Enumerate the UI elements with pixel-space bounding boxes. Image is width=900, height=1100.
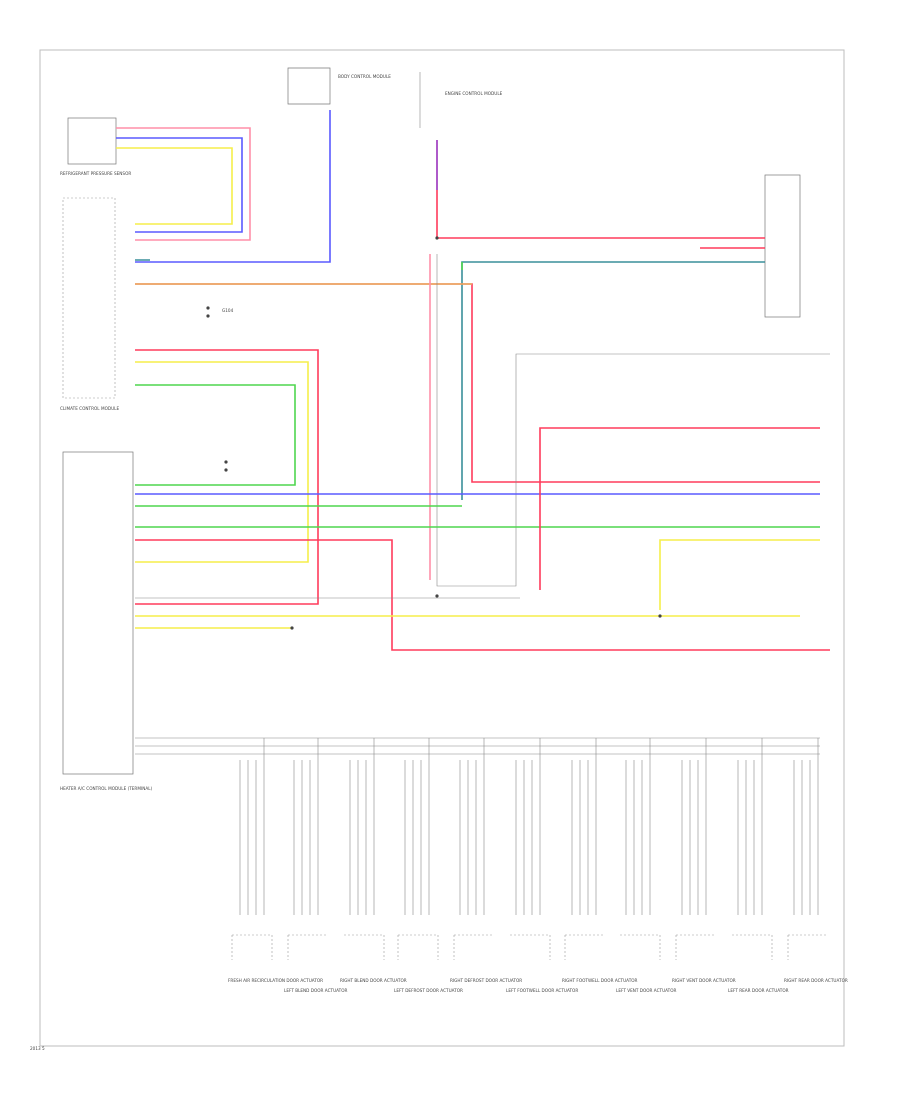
wire-pink-loop (116, 127, 251, 241)
right-connector-box (764, 174, 801, 318)
actuator-label-3: LEFT DEFROST DOOR ACTUATOR (394, 988, 463, 993)
wire-red-mid (135, 283, 820, 483)
actuator-label-6: RIGHT FOOTWELL DOOR ACTUATOR (562, 978, 638, 983)
top-switch-box (287, 67, 331, 105)
wire-red-top (436, 140, 765, 239)
actuator-label-8: RIGHT VENT DOOR ACTUATOR (672, 978, 736, 983)
actuator-label-7: LEFT VENT DOOR ACTUATOR (616, 988, 677, 993)
actuator-label-5: LEFT FOOTWELL DOOR ACTUATOR (506, 988, 578, 993)
wire-green-loop2 (135, 384, 296, 486)
actuator-label-2: RIGHT BLEND DOOR ACTUATOR (340, 978, 407, 983)
wire-red-long (135, 539, 830, 651)
page-ref: 2013 5 (30, 1046, 45, 1051)
actuator-drops (239, 738, 819, 915)
actuator-label-9: LEFT REAR DOOR ACTUATOR (728, 988, 789, 993)
diagram-frame (39, 49, 845, 1047)
engine-module-label: ENGINE CONTROL MODULE (445, 91, 503, 96)
ground-label: G104 (222, 308, 234, 313)
climate-control-module-box (62, 451, 134, 775)
actuator-label-1: LEFT BLEND DOOR ACTUATOR (284, 988, 348, 993)
wire-blue-switch (135, 110, 331, 263)
control-module-label: HEATER A/C CONTROL MODULE (TERMINAL) (60, 786, 153, 791)
pressure-sensor-box (67, 117, 117, 165)
body-module-label: BODY CONTROL MODULE (338, 74, 391, 79)
wire-blue-loop (116, 137, 243, 233)
wire-teal-right (135, 259, 765, 500)
wire-yellow-loop (116, 147, 233, 225)
actuator-boxes (231, 934, 828, 960)
wire-yellow-loop2 (135, 361, 309, 563)
junction-dots (206, 236, 662, 630)
wire-red-right2 (539, 427, 820, 590)
actuator-label-4: RIGHT DEFROST DOOR ACTUATOR (450, 978, 522, 983)
actuator-label-0: FRESH AIR RECIRCULATION DOOR ACTUATOR (228, 978, 323, 983)
pressure-sensor-label: REFRIGERANT PRESSURE SENSOR (60, 171, 131, 176)
actuator-labels: FRESH AIR RECIRCULATION DOOR ACTUATOR LE… (228, 978, 848, 993)
wire-red-loop2 (135, 349, 319, 605)
actuator-bus (135, 737, 820, 755)
wire-yellow-right (659, 539, 820, 610)
actuator-label-10: RIGHT REAR DOOR ACTUATOR (784, 978, 848, 983)
climate-module-label: CLIMATE CONTROL MODULE (60, 406, 119, 411)
wire-gray-center (436, 254, 830, 587)
heater-control-module-box (62, 197, 116, 399)
